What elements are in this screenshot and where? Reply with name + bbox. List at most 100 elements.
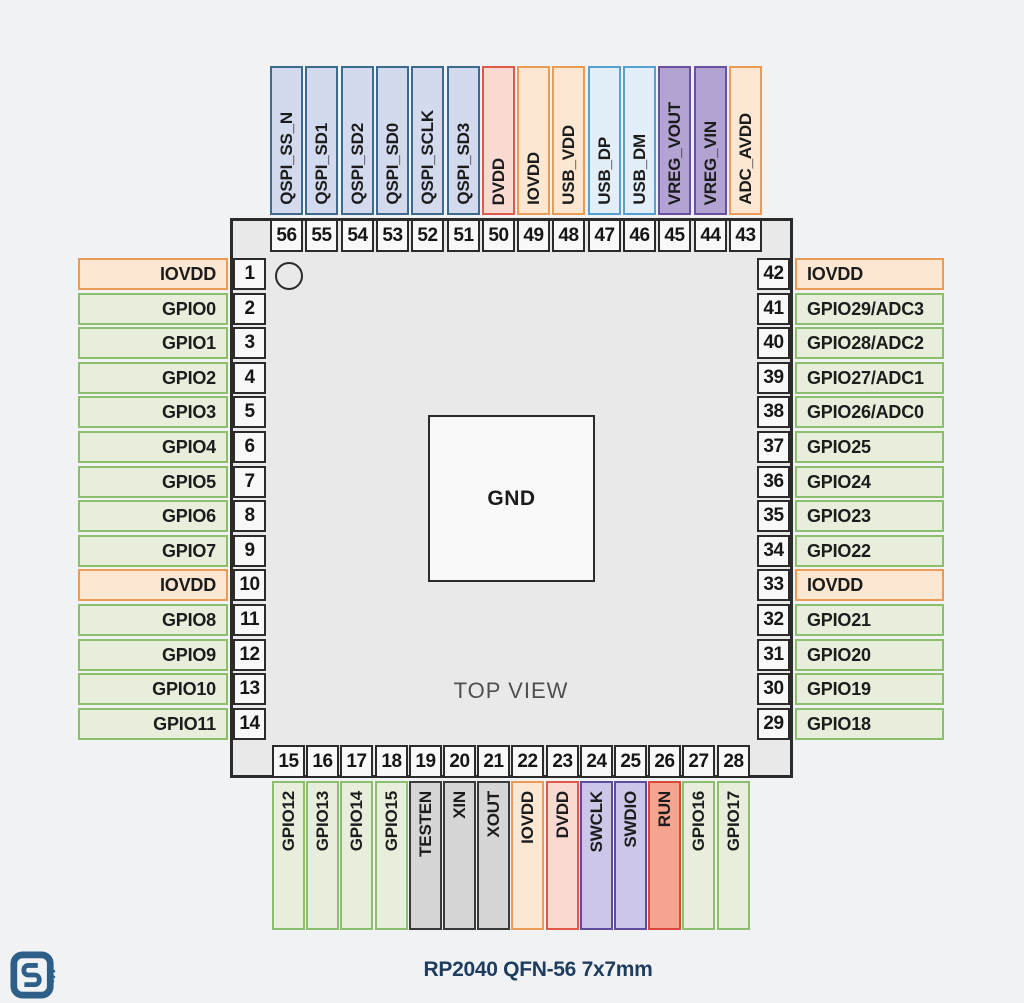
pin-39-label: GPIO27/ADC1	[795, 362, 944, 394]
pin-41-number: 41	[757, 293, 790, 325]
diagram-caption: RP2040 QFN-56 7x7mm	[423, 958, 653, 981]
pin-34-label: GPIO22	[795, 535, 944, 567]
pin-1-number: 1	[233, 258, 266, 290]
pin-29-label-text: GPIO18	[807, 713, 871, 734]
pin-3-label: GPIO1	[78, 327, 228, 359]
pin-20-number: 20	[443, 745, 476, 778]
pin1-indicator-circle	[275, 262, 303, 290]
pin-31-number: 31	[757, 639, 790, 671]
pin-17-number: 17	[340, 745, 373, 778]
pin-4-label-text: GPIO2	[161, 367, 216, 388]
pin-32-label-text: GPIO21	[807, 609, 871, 630]
pin-47-label: USB_DP	[588, 66, 621, 215]
pin-39-number: 39	[757, 362, 790, 394]
pin-49-label: IOVDD	[517, 66, 550, 215]
pin-1-label-text: IOVDD	[159, 263, 216, 284]
pin-40-label-text: GPIO28/ADC2	[807, 332, 924, 353]
pin-41-label-text: GPIO29/ADC3	[807, 298, 924, 319]
pin-3-label-text: GPIO1	[161, 332, 216, 353]
pin-4-number: 4	[233, 362, 266, 394]
pin-34-label-text: GPIO22	[807, 540, 871, 561]
pin-18-label: GPIO15	[375, 781, 408, 930]
pin-47-number: 47	[588, 219, 621, 252]
pin-52-label: QSPI_SCLK	[411, 66, 444, 215]
pin-52-number: 52	[411, 219, 444, 252]
pin-5-number: 5	[233, 396, 266, 428]
pin-38-label: GPIO26/ADC0	[795, 396, 944, 428]
gnd-label: GND	[487, 486, 536, 510]
pin-9-label-text: GPIO7	[161, 540, 216, 561]
pin-55-label: QSPI_SD1	[305, 66, 338, 215]
pin-37-label-text: GPIO25	[807, 436, 871, 457]
pin-21-label: XOUT	[477, 781, 510, 930]
pin-6-label-text: GPIO4	[161, 436, 216, 457]
pin-45-number: 45	[658, 219, 691, 252]
pin-40-number: 40	[757, 327, 790, 359]
pin-12-number: 12	[233, 639, 266, 671]
pin-56-label: QSPI_SS_N	[270, 66, 303, 215]
pin-54-number: 54	[341, 219, 374, 252]
pin-31-label: GPIO20	[795, 639, 944, 671]
pin-21-number: 21	[477, 745, 510, 778]
pin-51-label: QSPI_SD3	[447, 66, 480, 215]
pin-11-label: GPIO8	[78, 604, 228, 636]
pin-12-label: GPIO9	[78, 639, 228, 671]
pin-7-label-text: GPIO5	[161, 471, 216, 492]
pin-40-label: GPIO28/ADC2	[795, 327, 944, 359]
chip-logo-icon	[10, 951, 56, 999]
pin-30-number: 30	[757, 673, 790, 705]
pin-23-number: 23	[546, 745, 579, 778]
pin-5-label-text: GPIO3	[161, 401, 216, 422]
pin-2-label-text: GPIO0	[161, 298, 216, 319]
pin-28-number: 28	[717, 745, 750, 778]
pin-53-number: 53	[376, 219, 409, 252]
pin-24-number: 24	[580, 745, 613, 778]
pin-8-label-text: GPIO6	[161, 505, 216, 526]
pin-12-label-text: GPIO9	[161, 644, 216, 665]
pin-51-number: 51	[447, 219, 480, 252]
pin-13-number: 13	[233, 673, 266, 705]
pin-41-label: GPIO29/ADC3	[795, 293, 944, 325]
pin-56-number: 56	[270, 219, 303, 252]
pin-36-number: 36	[757, 466, 790, 498]
pin-46-number: 46	[623, 219, 656, 252]
pin-8-label: GPIO6	[78, 500, 228, 532]
pin-42-label: IOVDD	[795, 258, 944, 290]
pin-42-label-text: IOVDD	[807, 263, 864, 284]
pin-48-number: 48	[552, 219, 585, 252]
pin-37-number: 37	[757, 431, 790, 463]
pin-35-label: GPIO23	[795, 500, 944, 532]
pin-45-label: VREG_VOUT	[658, 66, 691, 215]
pin-44-number: 44	[694, 219, 727, 252]
pin-10-number: 10	[233, 569, 266, 601]
pin-37-label: GPIO25	[795, 431, 944, 463]
pin-26-label: RUN	[648, 781, 681, 930]
pin-9-number: 9	[233, 535, 266, 567]
pin-34-number: 34	[757, 535, 790, 567]
pin-25-label: SWDIO	[614, 781, 647, 930]
pin-31-label-text: GPIO20	[807, 644, 871, 665]
pin-35-label-text: GPIO23	[807, 505, 871, 526]
pin-19-number: 19	[409, 745, 442, 778]
pin-43-number: 43	[729, 219, 762, 252]
pin-54-label: QSPI_SD2	[341, 66, 374, 215]
pin-26-number: 26	[648, 745, 681, 778]
pin-46-label: USB_DM	[623, 66, 656, 215]
pin-6-label: GPIO4	[78, 431, 228, 463]
pin-14-label: GPIO11	[78, 708, 228, 740]
pin-49-number: 49	[517, 219, 550, 252]
pin-17-label: GPIO14	[340, 781, 373, 930]
pin-30-label-text: GPIO19	[807, 678, 871, 699]
pin-5-label: GPIO3	[78, 396, 228, 428]
pin-36-label-text: GPIO24	[807, 471, 871, 492]
pin-16-number: 16	[306, 745, 339, 778]
pin-29-number: 29	[757, 708, 790, 740]
pin-29-label: GPIO18	[795, 708, 944, 740]
pin-38-label-text: GPIO26/ADC0	[807, 401, 924, 422]
pin-7-number: 7	[233, 466, 266, 498]
pin-9-label: GPIO7	[78, 535, 228, 567]
pin-36-label: GPIO24	[795, 466, 944, 498]
